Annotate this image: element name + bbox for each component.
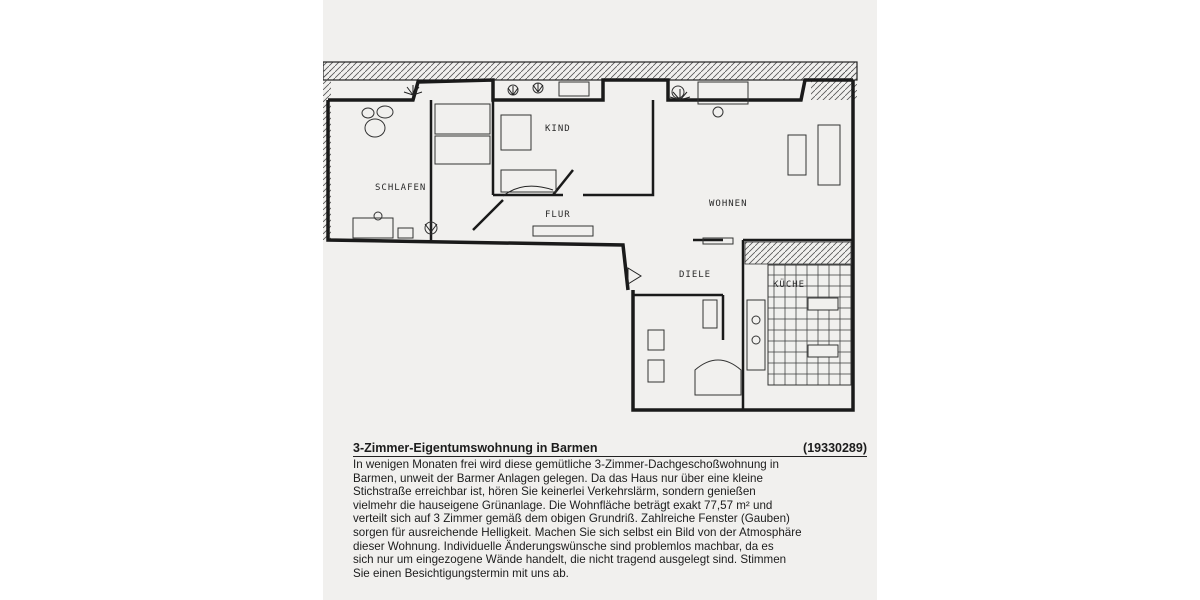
room-label-diele: DIELE bbox=[679, 270, 711, 280]
listing-body-line: sorgen für ausreichende Helligkeit. Mach… bbox=[353, 525, 802, 539]
bathroom bbox=[647, 299, 742, 396]
room-label-kueche: KÜCHE bbox=[773, 279, 805, 290]
room-label-kind: KIND bbox=[545, 124, 571, 134]
kueche-area bbox=[744, 241, 852, 386]
schlafen-furniture bbox=[352, 103, 491, 239]
listing-body: In wenigen Monaten frei wird diese gemüt… bbox=[353, 458, 867, 580]
listing-body-line: sich nur um eingezogene Wände handelt, d… bbox=[353, 553, 787, 567]
room-label-flur: FLUR bbox=[545, 210, 571, 220]
newspaper-clipping: SCHLAFEN KIND FLUR WOHNEN DIELE KÜCHE 3-… bbox=[323, 0, 877, 600]
listing-body-line: Sie einen Besichtigungstermin mit uns ab… bbox=[353, 566, 569, 580]
listing-body-line: Barmen, unweit der Barmer Anlagen gelege… bbox=[353, 471, 763, 485]
roof-balcony-strip bbox=[323, 61, 858, 240]
room-label-wohnen: WOHNEN bbox=[709, 199, 748, 209]
plant-icons bbox=[403, 83, 691, 233]
floor-plan: SCHLAFEN KIND FLUR WOHNEN DIELE KÜCHE bbox=[323, 61, 858, 412]
listing-body-line: vielmehr die hauseigene Grünanlage. Die … bbox=[353, 498, 773, 512]
room-label-schlafen: SCHLAFEN bbox=[375, 183, 426, 193]
listing-body-line: In wenigen Monaten frei wird diese gemüt… bbox=[353, 458, 779, 471]
listing-body-line: dieser Wohnung. Individuelle Änderungswü… bbox=[353, 539, 774, 553]
listing-reference: (19330289) bbox=[803, 441, 867, 455]
listing-body-line: Stichstraße erreichbar ist, hören Sie ke… bbox=[353, 485, 756, 499]
door-symbols bbox=[502, 185, 642, 285]
listing-body-line: verteilt sich auf 3 Zimmer gemäß dem obi… bbox=[353, 512, 790, 526]
flur-bench bbox=[532, 225, 594, 237]
listing-title: 3-Zimmer-Eigentumswohnung in Barmen bbox=[353, 441, 598, 455]
listing-text: 3-Zimmer-Eigentumswohnung in Barmen (193… bbox=[353, 441, 867, 580]
listing-header: 3-Zimmer-Eigentumswohnung in Barmen (193… bbox=[353, 441, 867, 457]
wohnen-furniture bbox=[671, 81, 841, 245]
